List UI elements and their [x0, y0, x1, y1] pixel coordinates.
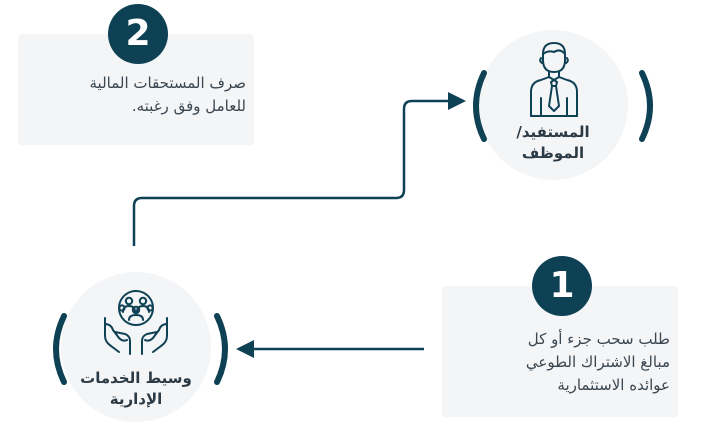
hands-people-icon: [104, 290, 168, 355]
beneficiary-label-line-2: الموظف: [521, 144, 585, 162]
step-1-line-2: مبالغ الاشتراك الطوعي: [525, 353, 670, 371]
intermediary-node: وسيط الخدمات الإدارية: [61, 272, 211, 422]
intermediary-label-line-2: الإدارية: [109, 390, 163, 408]
intermediary-left-bracket: [53, 313, 67, 385]
connector-intermediary-to-beneficiary: [132, 99, 450, 246]
step-2-line-1: صرف المستحقات المالية: [89, 74, 247, 92]
step-1-line-1: طلب سحب جزء أو كل: [527, 330, 670, 348]
step-1-description: طلب سحب جزء أو كل مبالغ الاشتراك الطوعي …: [526, 328, 670, 397]
arrowhead-to-intermediary: [236, 340, 254, 358]
step-1-line-3: عوائده الاستثمارية: [557, 376, 670, 394]
intermediary-right-bracket: [214, 313, 228, 385]
step-2-line-2: للعامل وفق رغبته.: [131, 97, 246, 115]
step-2-number-badge: 2: [108, 4, 168, 64]
intermediary-label-line-1: وسيط الخدمات: [80, 369, 192, 387]
step-1-number-badge: 1: [532, 256, 592, 316]
beneficiary-label-line-1: المستفيد/: [516, 123, 590, 141]
beneficiary-right-bracket: [639, 70, 653, 142]
beneficiary-node: المستفيد/ الموظف: [478, 30, 628, 180]
arrowhead-to-beneficiary: [448, 92, 466, 110]
step-2-description: صرف المستحقات المالية للعامل وفق رغبته.: [90, 72, 247, 118]
employee-icon: [530, 42, 578, 117]
intermediary-label: وسيط الخدمات الإدارية: [61, 368, 211, 410]
beneficiary-label: المستفيد/ الموظف: [478, 122, 628, 164]
beneficiary-left-bracket: [473, 70, 487, 142]
